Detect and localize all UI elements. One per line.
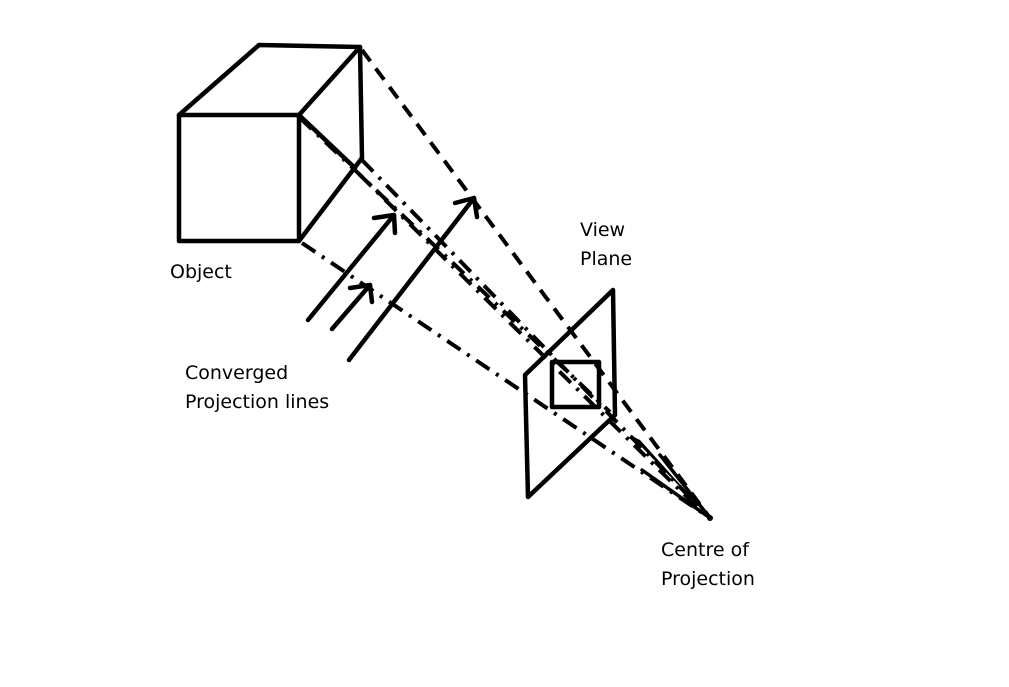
view-plane-parallelogram bbox=[522, 287, 618, 500]
projection-line-top bbox=[360, 48, 712, 520]
wedge-lower bbox=[640, 468, 712, 520]
projection-line-middle bbox=[358, 173, 702, 512]
view-plane-label-line1: View bbox=[580, 219, 626, 241]
cube-front-face bbox=[176, 112, 302, 244]
cube-bottom-right-edge bbox=[296, 155, 365, 244]
arrow-3-shaft bbox=[346, 195, 477, 363]
wedge-upper bbox=[630, 435, 712, 520]
centre-of-projection-point bbox=[707, 515, 713, 521]
cube-back-edge bbox=[357, 44, 365, 161]
arrow-3-head bbox=[452, 195, 480, 220]
arrow-2-head bbox=[347, 282, 375, 305]
view-plane bbox=[522, 287, 618, 500]
view-plane-label-line2: Plane bbox=[580, 248, 633, 270]
arrow-2-shaft bbox=[329, 282, 373, 332]
arrow-1-head bbox=[371, 212, 398, 236]
object-label: Object bbox=[170, 261, 232, 283]
projection-line-back-bottom bbox=[360, 158, 712, 520]
arrow-1-shaft bbox=[305, 212, 397, 323]
wedge-middle bbox=[658, 453, 712, 520]
projected-image-square bbox=[549, 359, 602, 410]
centre-label-line1: Centre of bbox=[661, 539, 749, 561]
convergence-wedge bbox=[630, 435, 713, 521]
cube-top-face bbox=[176, 42, 363, 118]
centre-label-line2: Projection bbox=[661, 568, 755, 590]
direction-arrows bbox=[305, 195, 480, 363]
converged-label-line1: Converged bbox=[185, 362, 289, 384]
converged-label-line2: Projection lines bbox=[185, 391, 330, 413]
cube-object bbox=[176, 42, 365, 244]
